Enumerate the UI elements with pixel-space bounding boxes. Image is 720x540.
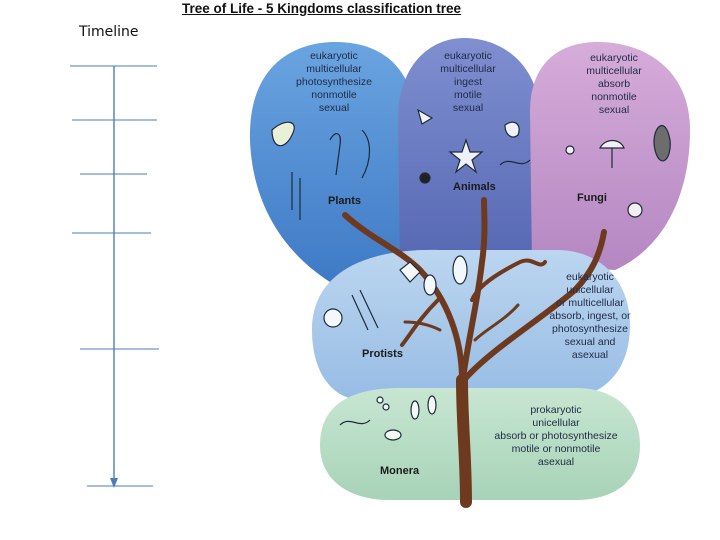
plants-trait: eukaryotic [310, 50, 358, 62]
worm-icon [499, 159, 531, 166]
plants-name: Plants [328, 195, 361, 207]
animals-trait: sexual [453, 102, 483, 114]
diagram-title: Tree of Life - 5 Kingdoms classification… [182, 1, 462, 16]
amoeba-icon [399, 261, 421, 283]
bacillus-icon [384, 429, 402, 441]
paramecium-icon [452, 255, 468, 285]
monera-illustrations [339, 395, 437, 441]
protists-name: Protists [362, 348, 403, 360]
animals-traits: eukaryotic multicellular ingest motile s… [440, 50, 496, 114]
plant-illustrations [271, 121, 371, 220]
monera-trait: absorb or photosynthesize [494, 430, 617, 442]
bird-icon [417, 108, 434, 125]
fern-frond-icon [361, 129, 371, 179]
flower-icon [329, 133, 341, 176]
fungi-trait: eukaryotic [590, 52, 638, 64]
protists-trait: asexual [572, 349, 608, 361]
spirillum-icon [339, 419, 371, 426]
plants-trait: sexual [319, 102, 349, 114]
fungi-illustrations [565, 125, 671, 218]
starfish-icon [448, 138, 484, 174]
fungi-trait: nonmotile [591, 91, 637, 103]
algae-icon [351, 289, 379, 331]
fungi-traits: eukaryotic multicellular absorb nonmotil… [586, 52, 642, 116]
plants-trait: nonmotile [311, 89, 357, 101]
fungi-trait: absorb [598, 78, 630, 90]
protists-trait: photosynthesize [552, 323, 628, 335]
coccus-icon [376, 396, 384, 404]
protist-illustrations [323, 255, 468, 331]
monera-name: Monera [380, 465, 420, 477]
protists-trait: eukaryotic [566, 271, 614, 283]
fern-icon [271, 121, 295, 147]
monera-trait: asexual [538, 456, 574, 468]
animals-trait: motile [454, 89, 482, 101]
monera-trait: prokaryotic [530, 404, 581, 416]
animal-illustrations [417, 108, 531, 184]
euglena-icon [423, 274, 437, 296]
protists-trait: sexual and [565, 336, 616, 348]
tree-trunk [342, 197, 607, 508]
protists-trait: or multicellular [556, 297, 624, 309]
monera-region [320, 388, 640, 500]
plants-trait: multicellular [306, 63, 362, 75]
moss-icon [291, 172, 301, 220]
protists-trait: unicellular [566, 284, 614, 296]
animals-trait: multicellular [440, 63, 496, 75]
rod-bacteria-icon [410, 400, 420, 420]
protists-traits: eukaryotic unicellular or multicellular … [549, 271, 631, 361]
mold-icon [565, 145, 575, 155]
fungi-trait: multicellular [586, 65, 642, 77]
morel-icon [653, 125, 671, 162]
fungi-region [530, 42, 690, 270]
plants-trait: photosynthesize [296, 76, 372, 88]
fungi-trait: sexual [599, 104, 629, 116]
monera-traits: prokaryotic unicellular absorb or photos… [494, 404, 617, 468]
protists-trait: absorb, ingest, or [549, 310, 631, 322]
animals-trait: ingest [454, 76, 482, 88]
timeline [70, 65, 159, 488]
monera-trait: unicellular [532, 417, 580, 429]
timeline-arrowhead [110, 478, 118, 488]
timeline-label: Timeline [79, 24, 139, 40]
jellyfish-icon [504, 121, 520, 138]
puffball-icon [627, 202, 643, 218]
plants-traits: eukaryotic multicellular photosynthesize… [296, 50, 372, 114]
animals-trait: eukaryotic [444, 50, 492, 62]
ant-icon [419, 172, 431, 184]
animals-name: Animals [453, 181, 496, 193]
monera-trait: motile or nonmotile [512, 443, 601, 455]
diatom-icon [323, 308, 343, 328]
plants-region [249, 42, 420, 282]
mushroom-icon [599, 139, 625, 149]
fungi-name: Fungi [577, 192, 607, 204]
